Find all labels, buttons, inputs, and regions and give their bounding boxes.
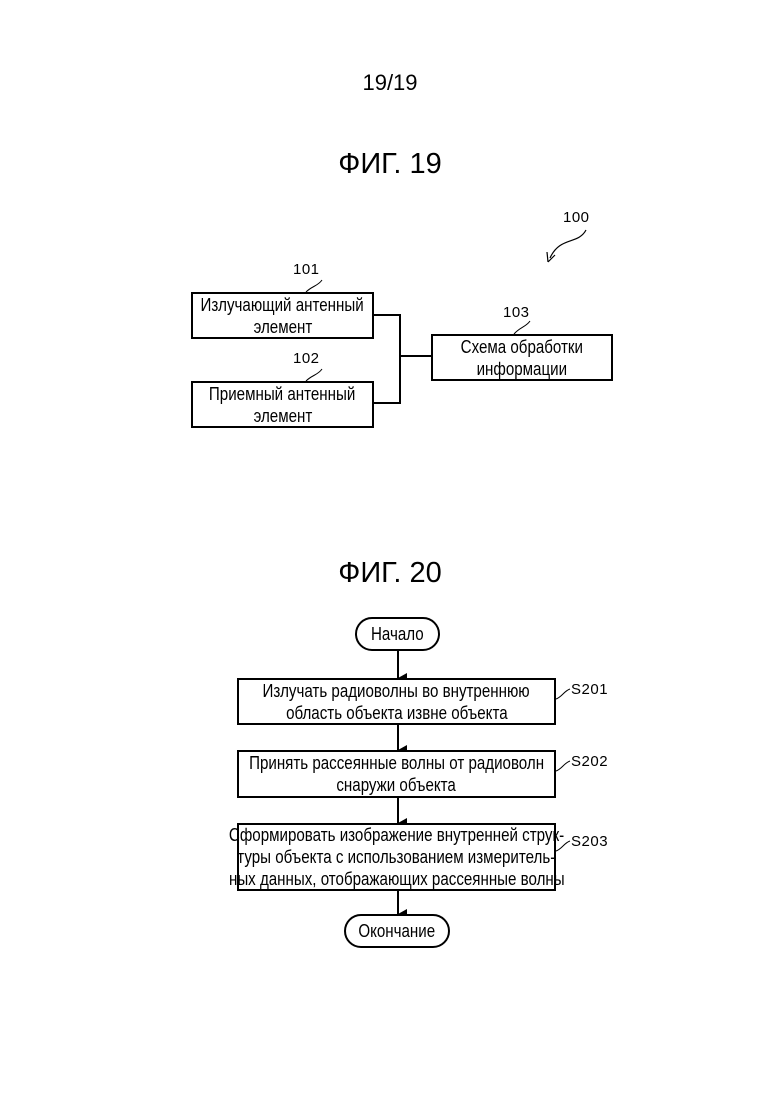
block-101-line-1: Излучающий антенный: [201, 294, 364, 316]
flow-start-label: Начало: [371, 624, 424, 645]
block-103-line-1: Схема обработки: [461, 336, 583, 358]
block-102-line-2: элемент: [253, 405, 312, 427]
step-s203-id: S203: [571, 833, 608, 850]
step-s202-line-2: снаружи объекта: [337, 774, 456, 796]
block-102-line-1: Приемный антенный: [209, 383, 355, 405]
step-s201-line-1: Излучать радиоволны во внутреннюю: [263, 680, 530, 702]
block-101-line-2: элемент: [253, 316, 312, 338]
block-103-ref: 103: [503, 304, 530, 321]
flow-step-s201: Излучать радиоволны во внутреннюю област…: [237, 678, 556, 725]
block-102-receiving-antenna: Приемный антенный элемент: [191, 381, 374, 428]
leader-102: [306, 369, 322, 381]
block-103-processing-circuit: Схема обработки информации: [431, 334, 613, 381]
block-103-line-2: информации: [477, 358, 567, 380]
fig20-title: ФИГ. 20: [0, 557, 780, 590]
block-101-ref: 101: [293, 261, 320, 278]
fig19-title: ФИГ. 19: [0, 148, 780, 181]
page-number: 19/19: [0, 70, 780, 96]
step-s202-id: S202: [571, 753, 608, 770]
step-s201-id: S201: [571, 681, 608, 698]
flow-step-s203: Сформировать изображение внутренней стру…: [237, 823, 556, 891]
step-s203-line-3: ных данных, отображающих рассеянные волн…: [229, 868, 565, 890]
leader-103: [514, 321, 530, 334]
block-102-ref: 102: [293, 350, 320, 367]
leader-101: [306, 280, 322, 292]
step-s203-line-1: Сформировать изображение внутренней стру…: [229, 824, 564, 846]
flow-end-label: Окончание: [359, 921, 436, 942]
flow-end-terminal: Окончание: [344, 914, 450, 948]
leader-s202: [556, 761, 570, 771]
step-s203-line-2: туры объекта с использованием измеритель…: [238, 846, 556, 868]
system-ref-arrow: [550, 230, 586, 258]
step-s201-line-2: область объекта извне объекта: [286, 702, 508, 724]
system-ref-label: 100: [563, 209, 590, 226]
leader-s201: [556, 689, 570, 699]
flow-start-terminal: Начало: [355, 617, 440, 651]
flow-step-s202: Принять рассеянные волны от радиоволн сн…: [237, 750, 556, 798]
block-101-emitting-antenna: Излучающий антенный элемент: [191, 292, 374, 339]
step-s202-line-1: Принять рассеянные волны от радиоволн: [249, 752, 544, 774]
